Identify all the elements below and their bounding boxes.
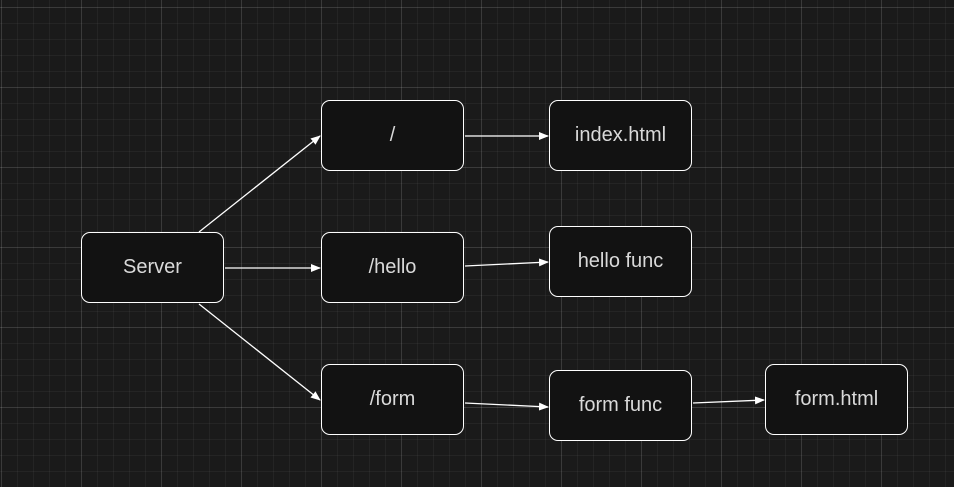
node-route-form-label: /form [369,388,416,410]
node-server-label: Server [123,256,182,278]
node-form-html-label: form.html [794,388,879,410]
edge-server-to-form [198,303,321,401]
node-hello-func[interactable]: hello func [549,226,692,297]
node-index-html[interactable]: index.html [549,100,692,171]
node-route-hello-label: /hello [368,256,417,278]
edge-form-func-to-form-html [692,396,765,405]
edge-form-to-form-func [464,402,549,411]
node-form-func-label: form func [578,394,663,416]
node-route-root-label: / [389,124,396,146]
node-route-hello[interactable]: /hello [321,232,464,303]
node-route-root[interactable]: / [321,100,464,171]
edge-hello-to-hello-func [464,258,549,267]
node-form-func[interactable]: form func [549,370,692,441]
node-index-html-label: index.html [574,124,667,146]
node-route-form[interactable]: /form [321,364,464,435]
node-form-html[interactable]: form.html [765,364,908,435]
edge-server-to-root [198,135,321,233]
node-hello-func-label: hello func [577,250,664,272]
node-server[interactable]: Server [81,232,224,303]
